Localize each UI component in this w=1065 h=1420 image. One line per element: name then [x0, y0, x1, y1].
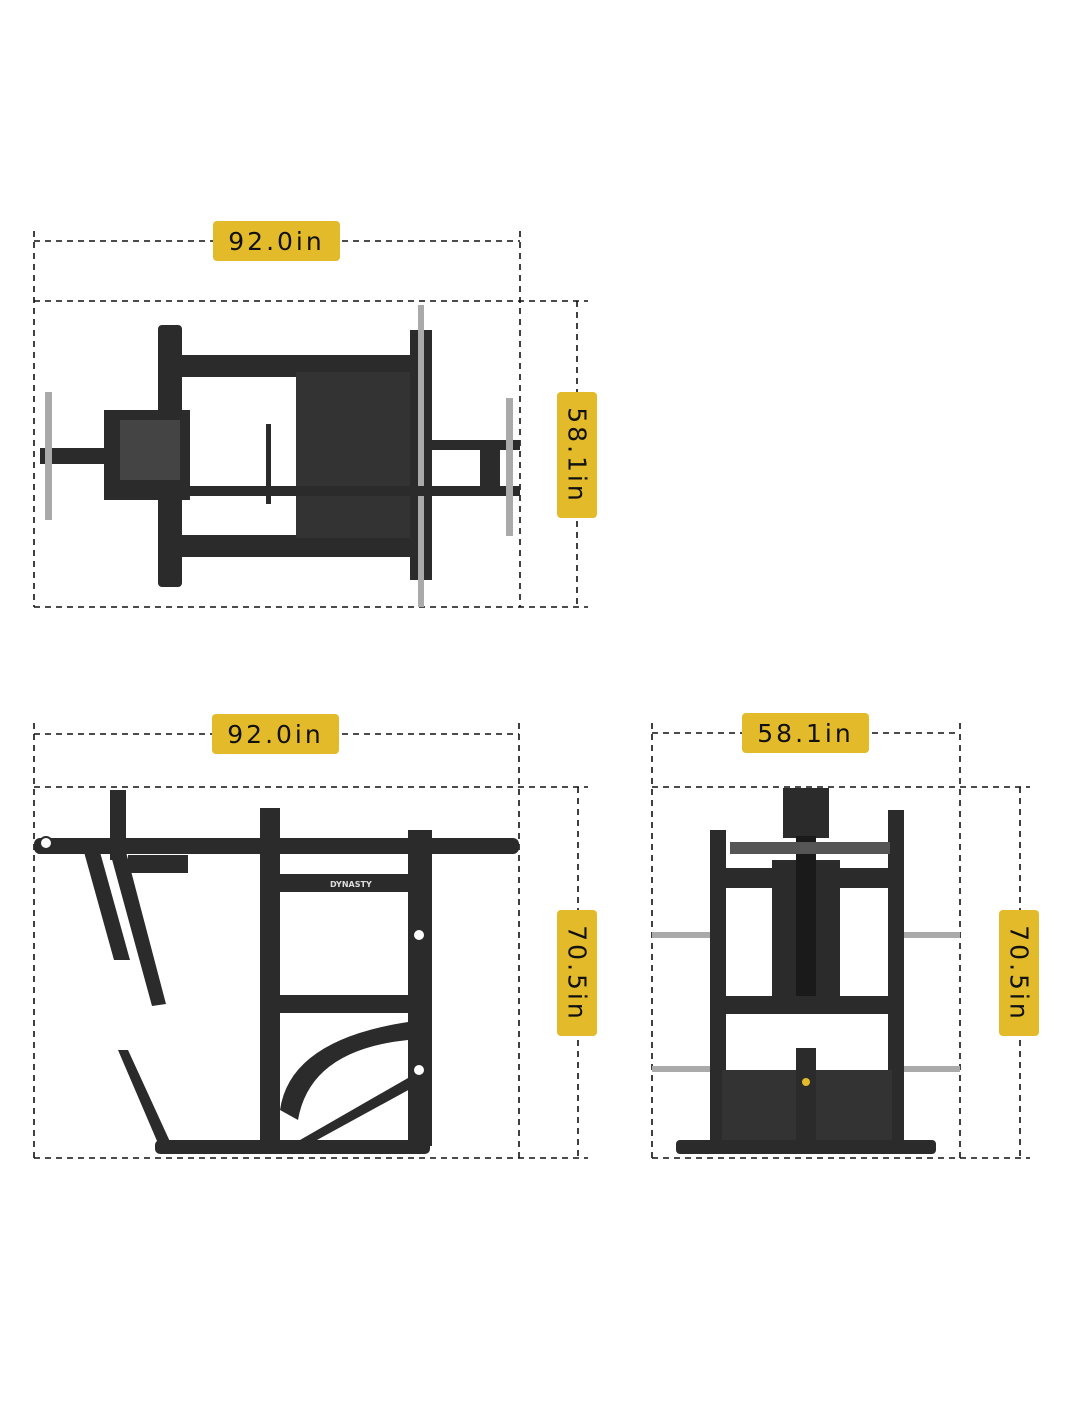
front-width-label: 58.1in [742, 713, 869, 753]
machine-front-view [652, 788, 960, 1154]
top-depth-text: 58.1in [562, 406, 592, 504]
front-height-label: 70.5in [999, 910, 1039, 1036]
top-width-label: 92.0in [213, 221, 340, 261]
brand-logo: DYNASTY [330, 880, 372, 889]
side-height-text: 70.5in [562, 924, 592, 1022]
front-height-text: 70.5in [1004, 924, 1034, 1022]
side-height-label: 70.5in [557, 910, 597, 1036]
top-depth-label: 58.1in [557, 392, 597, 518]
machine-side-view: DYNASTY [34, 790, 519, 1154]
machine-top-view [40, 305, 520, 607]
side-width-label: 92.0in [212, 714, 339, 754]
